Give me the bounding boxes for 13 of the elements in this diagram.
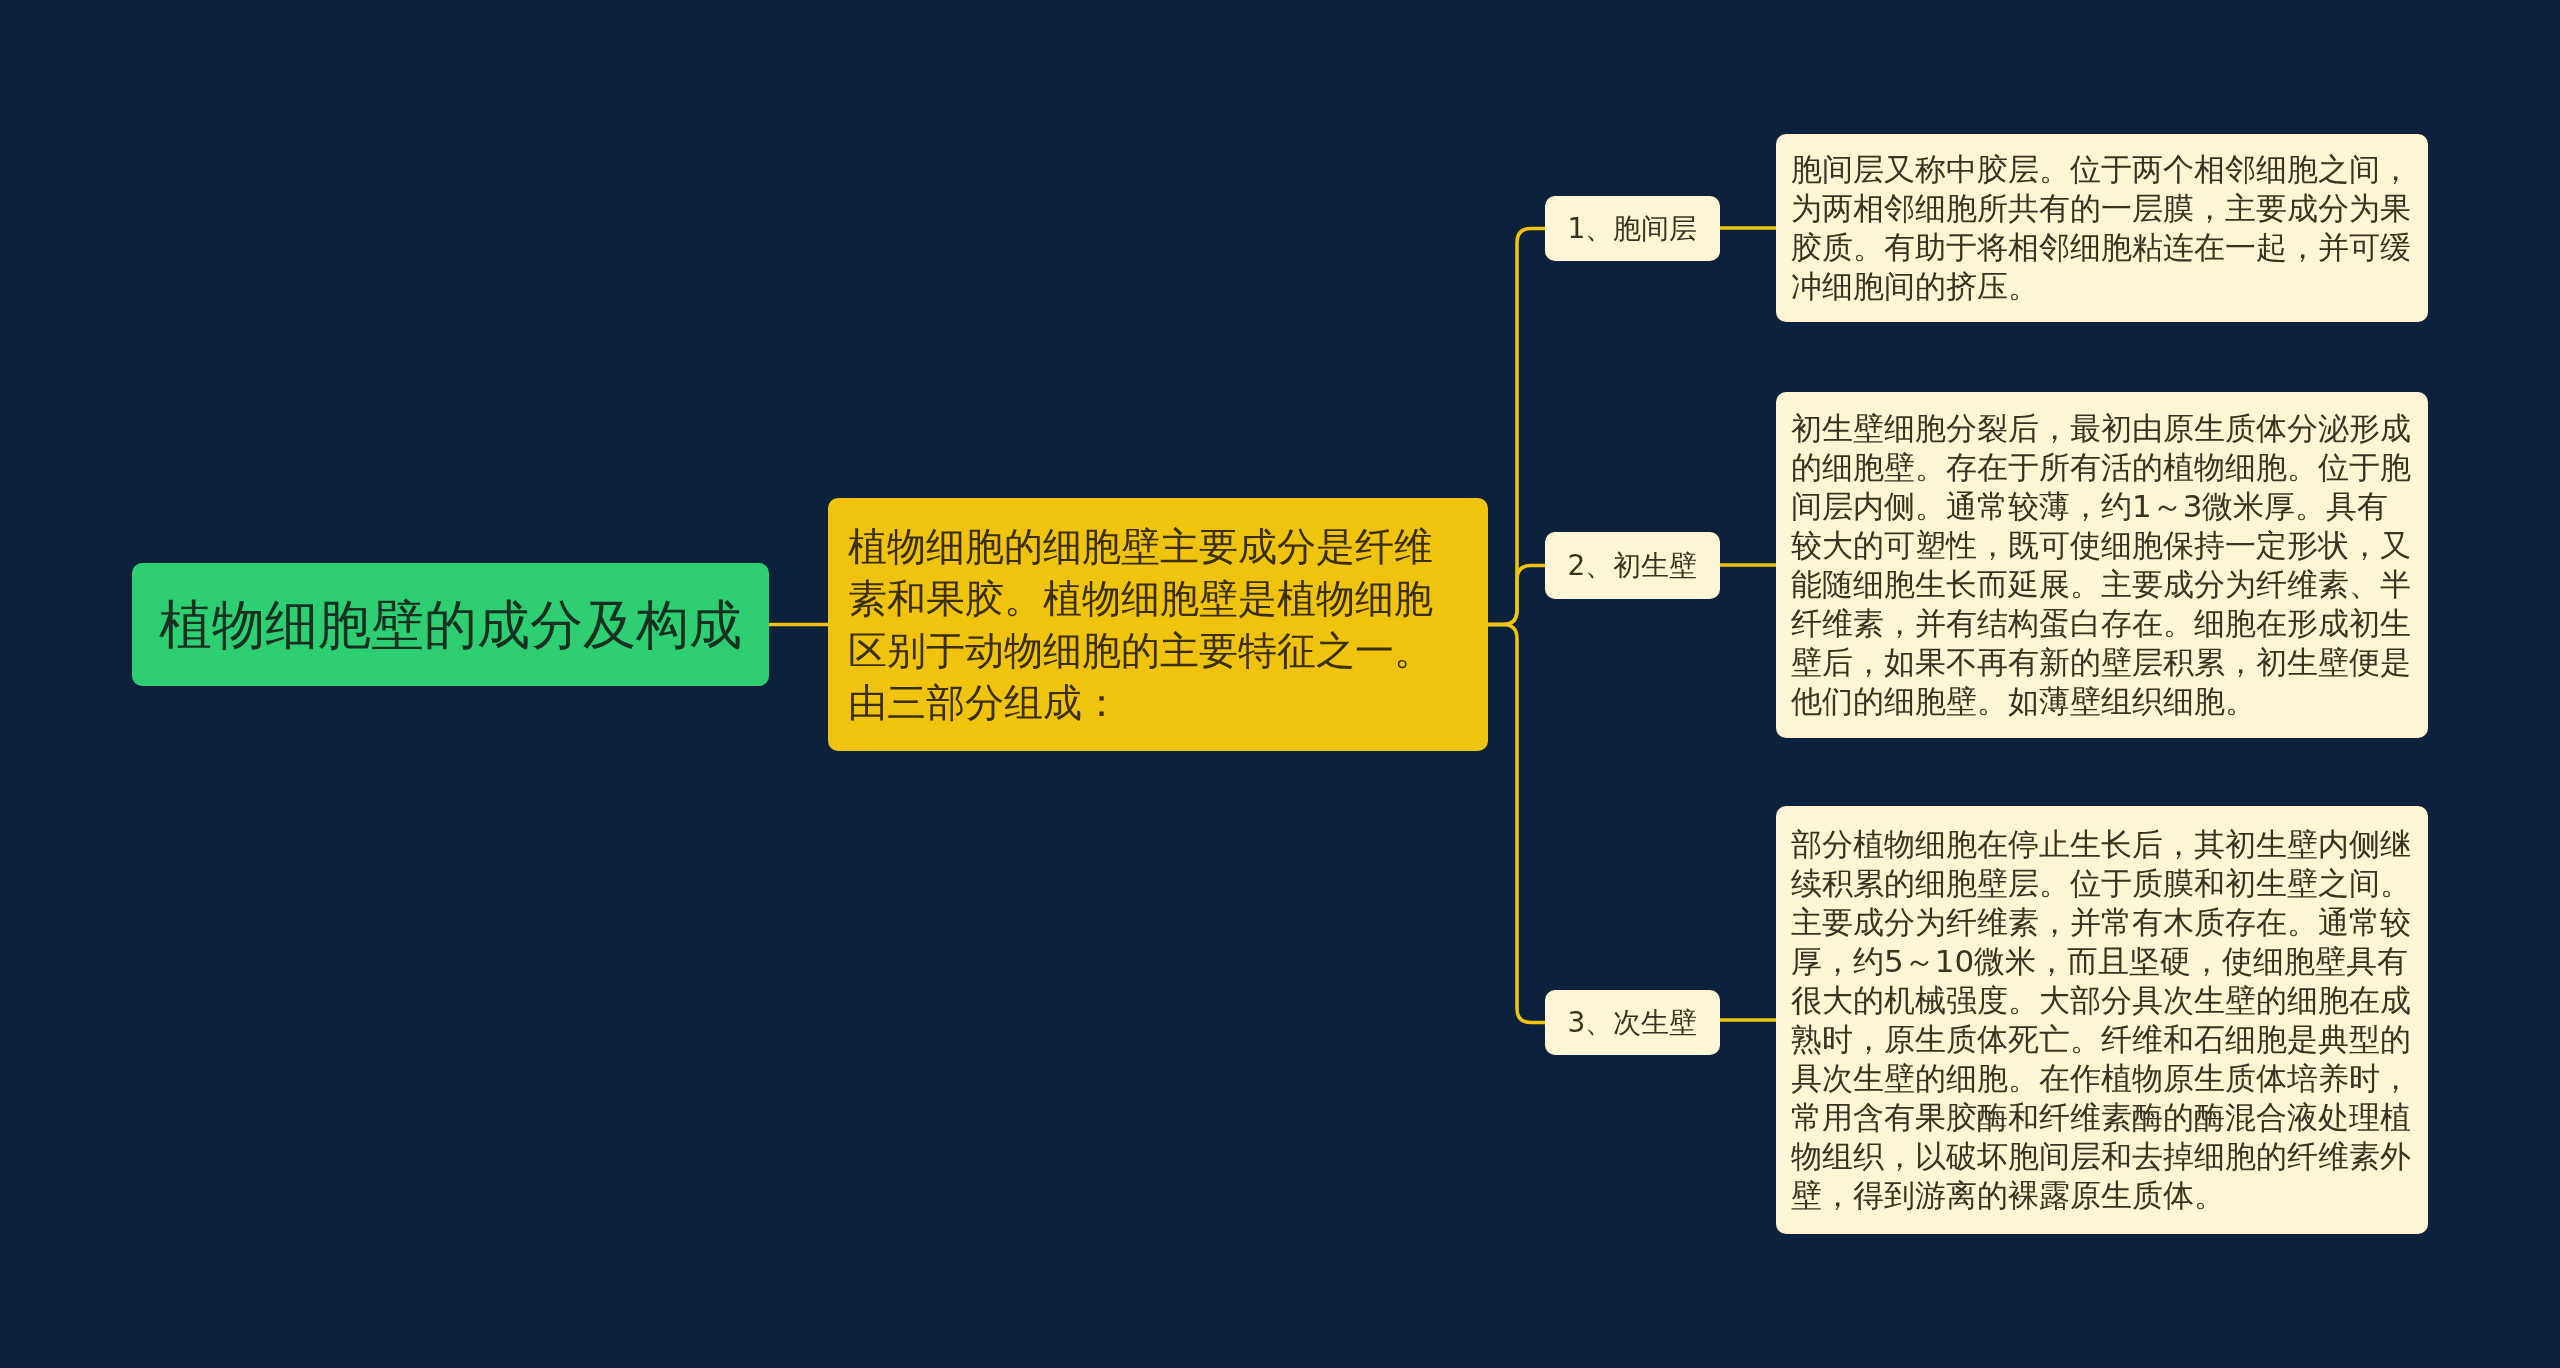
branch-label-box: 1、胞间层 bbox=[1545, 196, 1720, 261]
connector-line bbox=[1720, 226, 1776, 230]
summary-box: 植物细胞的细胞壁主要成分是纤维素和果胶。植物细胞壁是植物细胞区别于动物细胞的主要特征之一。由三部分组成： bbox=[828, 498, 1488, 751]
description-box: 胞间层又称中胶层。位于两个相邻细胞之间，为两相邻细胞所共有的一层膜，主要成分为果胶质。有助于将相邻细胞粘连在一起，并可缓冲细胞间的挤压。 bbox=[1776, 134, 2428, 322]
connector-line bbox=[1720, 563, 1776, 567]
connector-line bbox=[1488, 622, 1545, 1025]
description-box: 部分植物细胞在停止生长后，其初生壁内侧继续积累的细胞壁层。位于质膜和初生壁之间。主要成分为纤维素，并常有木质存在。通常较厚，约5～10微米，而且坚硬，使细胞壁具有很大的机械强度。大部分具次生壁的细胞在成熟时，原生质体死亡。纤维和石细胞是典型的具次生壁的细胞。在作植物原生质体培养时，常用含有果胶酶和纤维素酶的酶混合液处理植物组织，以破坏胞间层和去掉细胞的纤维素外壁，得到游离的裸露原生质体。 bbox=[1776, 806, 2428, 1234]
branch-label-box: 3、次生壁 bbox=[1545, 990, 1720, 1055]
description-box: 初生壁细胞分裂后，最初由原生质体分泌形成的细胞壁。存在于所有活的植物细胞。位于胞间层内侧。通常较薄，约1～3微米厚。具有较大的可塑性，既可使细胞保持一定形状，又能随细胞生长而延展。主要成分为纤维素、半纤维素，并有结构蛋白存在。细胞在形成初生壁后，如果不再有新的壁层积累，初生壁便是他们的细胞壁。如薄壁组织细胞。 bbox=[1776, 392, 2428, 738]
connector-line bbox=[769, 622, 828, 627]
branch-label-box: 2、初生壁 bbox=[1545, 532, 1720, 599]
connector-line bbox=[1720, 1018, 1776, 1022]
topic-box: 植物细胞壁的成分及构成 bbox=[132, 563, 769, 686]
